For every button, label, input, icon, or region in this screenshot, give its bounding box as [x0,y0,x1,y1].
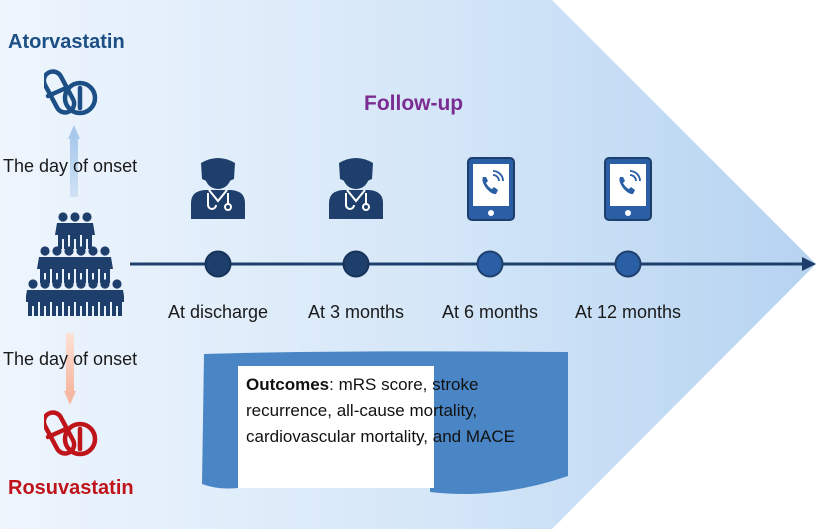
outcomes-text: Outcomes: mRS score, stroke recurrence, … [246,372,524,450]
doctor-icon [329,158,383,219]
capsule-icon [44,410,98,457]
outcomes-list: : mRS score, stroke recurrence, all-caus… [246,375,515,446]
onset-arrow-up [68,125,80,197]
outcomes-banner [202,351,568,494]
timepoint-dot [342,250,370,278]
capsule-icon [44,69,98,116]
timeline [130,250,816,278]
doctor-icon [191,158,245,219]
phone-call-icon [604,157,652,221]
outcomes-heading: Outcomes [246,375,330,394]
timepoint-label-discharge: At discharge [167,302,269,322]
onset-arrow-down [64,333,76,405]
timepoint-dot [204,250,232,278]
follow-up-title: Follow-up [364,92,464,115]
phone-call-icon [467,157,515,221]
timepoint-label-3-months: At 3 months [307,302,405,322]
timepoint-dot [614,250,642,278]
drug-title-atorvastatin: Atorvastatin [8,31,125,53]
onset-label-rosuvastatin: The day of onset [3,349,138,369]
timepoint-label-6-months: At 6 months [441,302,539,322]
timeline-arrowhead [802,257,816,271]
onset-label-atorvastatin: The day of onset [3,156,138,176]
drug-title-rosuvastatin: Rosuvastatin [8,477,134,499]
timepoint-label-12-months: At 12 months [574,302,682,322]
timepoint-dot [476,250,504,278]
